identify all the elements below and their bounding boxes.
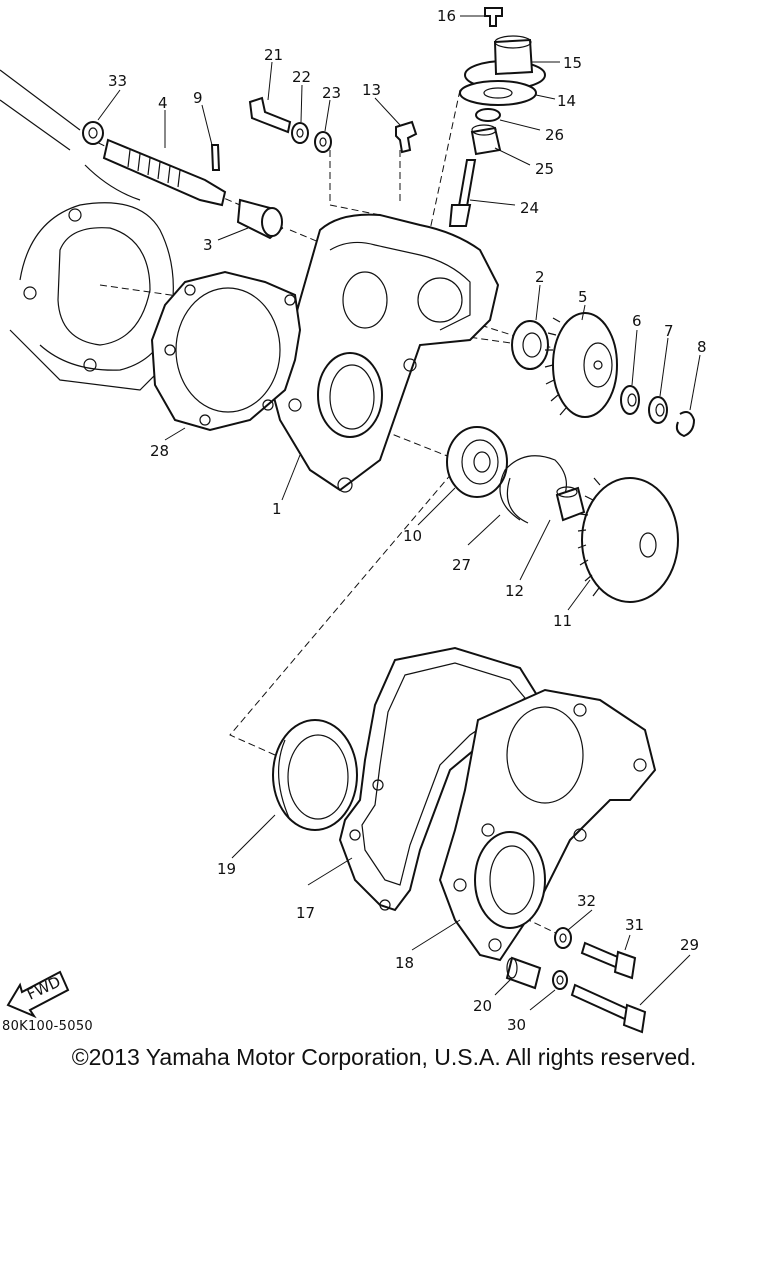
part-bolt-29 (570, 983, 647, 1034)
label-13: 13 (362, 81, 381, 99)
part-washer-22 (291, 122, 309, 144)
part-pin-12 (555, 486, 586, 522)
label-16: 16 (437, 7, 456, 25)
label-19: 19 (217, 860, 236, 878)
label-3: 3 (203, 236, 213, 254)
label-31: 31 (625, 916, 644, 934)
label-22: 22 (292, 68, 311, 86)
part-gear-5 (544, 312, 618, 418)
part-cover-18 (438, 688, 657, 962)
part-washer-32 (554, 927, 572, 949)
label-26: 26 (545, 126, 564, 144)
part-clip-6 (620, 385, 640, 415)
leader-lines (97, 15, 701, 1011)
part-bolt-21 (248, 96, 292, 134)
label-2: 2 (535, 268, 545, 286)
part-circlip-8 (675, 411, 696, 438)
label-29: 29 (680, 936, 699, 954)
label-24: 24 (520, 199, 539, 217)
label-18: 18 (395, 954, 414, 972)
part-dowel-pin-20 (505, 956, 542, 990)
label-28: 28 (150, 442, 169, 460)
label-9: 9 (193, 89, 203, 107)
part-pin-9 (210, 144, 221, 171)
label-11: 11 (553, 612, 572, 630)
part-gasket-28 (150, 270, 302, 432)
part-gear-shaft-24 (448, 159, 477, 227)
engine-case-outline (0, 69, 181, 391)
part-washer-33 (82, 121, 104, 145)
part-screw-13 (395, 120, 418, 154)
label-21: 21 (264, 46, 283, 64)
part-number-labels: 33 4 9 3 21 22 23 13 16 15 14 26 25 24 2… (108, 7, 707, 1034)
part-oil-seal-19 (272, 719, 358, 831)
label-25: 25 (535, 160, 554, 178)
label-8: 8 (697, 338, 707, 356)
part-fitting-15 (464, 35, 546, 90)
label-7: 7 (664, 322, 674, 340)
part-bushing-25 (470, 124, 502, 156)
part-shaft-4 (102, 138, 227, 207)
part-gear-11 (577, 477, 679, 603)
label-10: 10 (403, 527, 422, 545)
label-1: 1 (272, 500, 282, 518)
label-14: 14 (557, 92, 576, 110)
label-27: 27 (452, 556, 471, 574)
label-23: 23 (322, 84, 341, 102)
label-6: 6 (632, 312, 642, 330)
part-washer-30 (552, 970, 568, 990)
part-bolt-31 (580, 941, 637, 980)
label-15: 15 (563, 54, 582, 72)
part-screw-16 (484, 7, 503, 27)
label-33: 33 (108, 72, 127, 90)
drawing-code: 80K100-5050 (2, 1019, 93, 1034)
exploded-parts-diagram: FWD 33 4 9 3 21 22 23 13 16 15 14 26 25 … (0, 7, 707, 1034)
part-washer-7 (648, 396, 668, 424)
part-gasket-17 (338, 646, 542, 912)
part-bearing-2 (511, 320, 549, 370)
label-12: 12 (505, 582, 524, 600)
part-washer-23 (314, 131, 332, 153)
copyright-notice: ©2013 Yamaha Motor Corporation, U.S.A. A… (71, 1044, 697, 1070)
part-housing-1 (270, 213, 500, 493)
label-17: 17 (296, 904, 315, 922)
part-gasket-14 (459, 80, 537, 106)
label-5: 5 (578, 288, 588, 306)
label-4: 4 (158, 94, 168, 112)
forward-direction-arrow: FWD (6, 970, 70, 1019)
part-oring-26 (475, 108, 501, 122)
label-30: 30 (507, 1016, 526, 1034)
part-circlip-27 (499, 455, 567, 524)
part-bearing-10 (446, 426, 508, 498)
label-32: 32 (577, 892, 596, 910)
part-collar-3 (236, 198, 284, 240)
label-20: 20 (473, 997, 492, 1015)
